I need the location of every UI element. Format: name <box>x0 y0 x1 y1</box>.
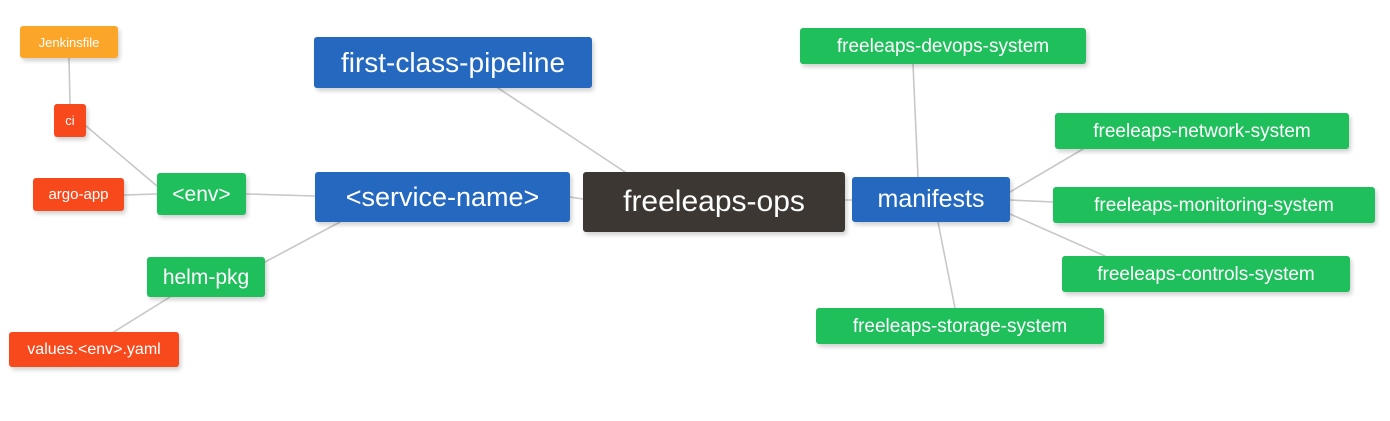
node-label-manifests: manifests <box>877 185 985 213</box>
node-freeleaps-monitoring-system[interactable]: freeleaps-monitoring-system <box>1053 187 1375 223</box>
node-freeleaps-network-system[interactable]: freeleaps-network-system <box>1055 113 1349 149</box>
node-argo-app[interactable]: argo-app <box>33 178 124 211</box>
edge-helm-pkg-to-values-yaml <box>111 296 171 334</box>
node-label-env: <env> <box>172 182 231 206</box>
node-label-freeleaps-monitoring-system: freeleaps-monitoring-system <box>1094 194 1334 216</box>
node-freeleaps-devops-system[interactable]: freeleaps-devops-system <box>800 28 1086 64</box>
node-freeleaps-controls-system[interactable]: freeleaps-controls-system <box>1062 256 1350 292</box>
edge-manifests-to-freeleaps-storage-system <box>937 221 956 309</box>
node-label-freeleaps-ops: freeleaps-ops <box>623 185 805 218</box>
node-label-freeleaps-controls-system: freeleaps-controls-system <box>1097 263 1315 285</box>
node-freeleaps-ops[interactable]: freeleaps-ops <box>583 172 845 232</box>
node-label-jenkinsfile: Jenkinsfile <box>38 34 100 50</box>
node-label-argo-app: argo-app <box>48 186 109 203</box>
edge-jenkinsfile-to-ci <box>68 57 71 105</box>
edge-manifests-to-freeleaps-network-system <box>1009 148 1084 193</box>
node-first-class-pipeline[interactable]: first-class-pipeline <box>314 37 592 88</box>
node-label-values-yaml: values.<env>.yaml <box>27 340 161 358</box>
node-label-freeleaps-devops-system: freeleaps-devops-system <box>836 35 1050 57</box>
edge-ci-to-env <box>85 125 158 187</box>
node-label-freeleaps-network-system: freeleaps-network-system <box>1093 120 1311 142</box>
node-env[interactable]: <env> <box>157 173 246 215</box>
edge-first-class-pipeline-to-freeleaps-ops <box>497 87 626 173</box>
node-manifests[interactable]: manifests <box>852 177 1010 222</box>
node-freeleaps-storage-system[interactable]: freeleaps-storage-system <box>816 308 1104 344</box>
edge-argo-app-to-env <box>123 193 158 196</box>
node-helm-pkg[interactable]: helm-pkg <box>147 257 265 297</box>
edge-env-to-service-name <box>245 193 316 197</box>
node-label-ci: ci <box>65 113 75 128</box>
edge-service-name-to-helm-pkg <box>264 221 341 263</box>
node-label-first-class-pipeline: first-class-pipeline <box>340 46 566 78</box>
node-jenkinsfile[interactable]: Jenkinsfile <box>20 26 118 58</box>
edge-manifests-to-freeleaps-monitoring-system <box>1009 199 1054 203</box>
node-values-yaml[interactable]: values.<env>.yaml <box>9 332 179 367</box>
node-ci[interactable]: ci <box>54 104 86 137</box>
node-label-freeleaps-storage-system: freeleaps-storage-system <box>852 315 1068 337</box>
node-label-helm-pkg: helm-pkg <box>162 265 250 289</box>
node-label-service-name: <service-name> <box>345 181 540 212</box>
edge-service-name-to-freeleaps-ops <box>569 196 584 200</box>
node-service-name[interactable]: <service-name> <box>315 172 570 222</box>
edge-manifests-to-freeleaps-devops-system <box>912 63 919 178</box>
